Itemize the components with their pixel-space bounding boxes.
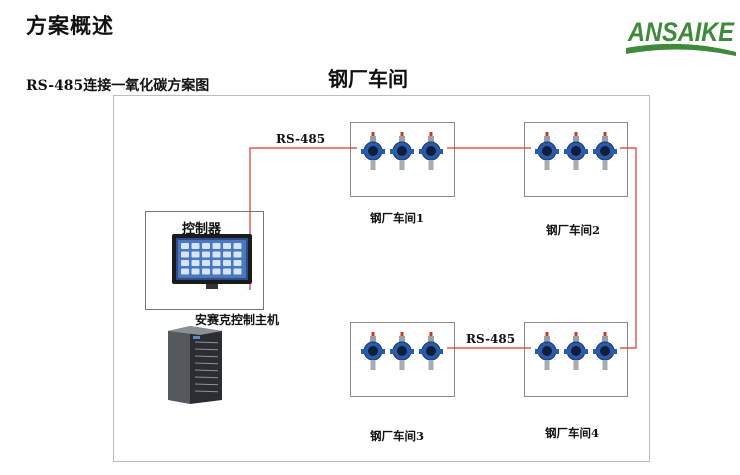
controller-monitor [172, 234, 252, 289]
ansaike-logo-graphic: ANSAIKE [626, 17, 736, 56]
workshop-1-label: 钢厂车间1 [370, 211, 425, 225]
co-detector [361, 132, 385, 170]
logo-text: ANSAIKE [627, 17, 735, 47]
rs485-label-top: RS-485 [276, 132, 326, 146]
co-detector [419, 132, 443, 170]
host-label: 安赛克控制主机 [195, 313, 280, 327]
co-detector [390, 332, 414, 370]
controller-label: 控制器 [182, 222, 222, 237]
workshop-3-label: 钢厂车间3 [370, 429, 425, 443]
wire-controller-to-ws1 [249, 147, 357, 290]
diagram-title: 钢厂车间 [328, 67, 408, 91]
page-title: 方案概述 [26, 14, 114, 38]
rs485-label-bottom: RS-485 [466, 332, 516, 346]
co-detector [593, 132, 617, 170]
co-detector [390, 132, 414, 170]
diagram-frame [113, 95, 650, 462]
workshop-4-label: 钢厂车间4 [545, 426, 600, 440]
co-detector [361, 332, 385, 370]
co-detector [564, 332, 588, 370]
co-detector [535, 132, 559, 170]
wire-ws2-to-ws4 [620, 147, 637, 349]
server-tower [168, 326, 222, 404]
co-detector [535, 332, 559, 370]
detector-group [361, 132, 617, 370]
workshop-2-label: 钢厂车间2 [546, 223, 601, 237]
rs485-wiring [249, 147, 637, 349]
diagram-subtitle: RS-485连接一氧化碳方案图 [26, 78, 210, 94]
co-detector [564, 132, 588, 170]
co-detector [419, 332, 443, 370]
ansaike-logo: ANSAIKE [622, 8, 740, 58]
co-detector [593, 332, 617, 370]
